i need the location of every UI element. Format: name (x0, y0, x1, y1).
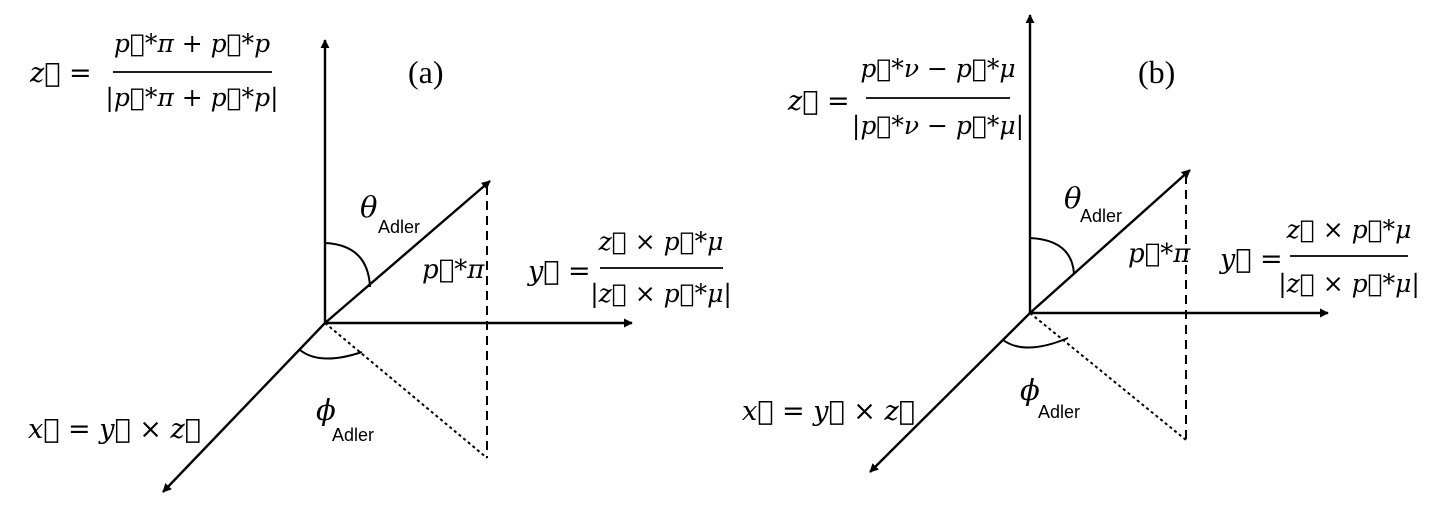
theta-subscript: Adler (378, 217, 420, 237)
z-definition-denominator: |p⃗*π + p⃗*p| (105, 83, 278, 113)
z-definition-lhs: z⃗ = (29, 58, 92, 89)
z-definition-numerator: p⃗*ν − p⃗*μ (860, 54, 1015, 83)
panel-tag: (b) (1138, 54, 1175, 90)
z-definition-numerator: p⃗*π + p⃗*p (114, 29, 270, 58)
panel-tag: (a) (408, 54, 444, 90)
phi-arc (299, 349, 363, 360)
y-definition-numerator: z⃗ × p⃗*μ (598, 227, 724, 256)
x-definition: x⃗ = y⃗ × z⃗ (742, 396, 915, 427)
x-axis (162, 322, 326, 493)
y-definition-numerator: z⃗ × p⃗*μ (1286, 215, 1412, 244)
panel-a: (a) z⃗ = p⃗*π + p⃗*p |p⃗*π + p⃗*p| θ Adl… (28, 29, 732, 493)
phi-arc (1002, 337, 1069, 349)
theta-arc (324, 242, 371, 288)
theta-arc (1029, 237, 1075, 275)
pion-momentum-vector (1029, 169, 1191, 314)
phi-symbol: ϕ (316, 393, 336, 427)
z-definition-denominator: |p⃗*ν − p⃗*μ| (852, 111, 1024, 141)
panel-b: (b) z⃗ = p⃗*ν − p⃗*μ |p⃗*ν − p⃗*μ| θ Adl… (742, 14, 1420, 473)
theta-symbol: θ (360, 190, 377, 224)
phi-subscript: Adler (332, 425, 374, 445)
pion-momentum-label: p⃗*π (422, 255, 485, 285)
y-definition-lhs: y⃗ = (527, 256, 591, 287)
x-axis (869, 312, 1031, 473)
z-definition-lhs: z⃗ = (787, 86, 850, 117)
transverse-projection-line (324, 322, 488, 459)
phi-subscript: Adler (1038, 402, 1080, 422)
y-definition-lhs: y⃗ = (1219, 244, 1283, 275)
theta-symbol: θ (1064, 181, 1081, 215)
y-definition-denominator: |z⃗ × p⃗*μ| (1278, 269, 1420, 299)
y-definition-denominator: |z⃗ × p⃗*μ| (590, 279, 732, 309)
pion-momentum-vector (324, 180, 491, 324)
x-definition: x⃗ = y⃗ × z⃗ (28, 414, 201, 445)
pion-momentum-label: p⃗*π (1128, 239, 1191, 269)
phi-symbol: ϕ (1020, 373, 1040, 407)
theta-subscript: Adler (1080, 206, 1122, 226)
